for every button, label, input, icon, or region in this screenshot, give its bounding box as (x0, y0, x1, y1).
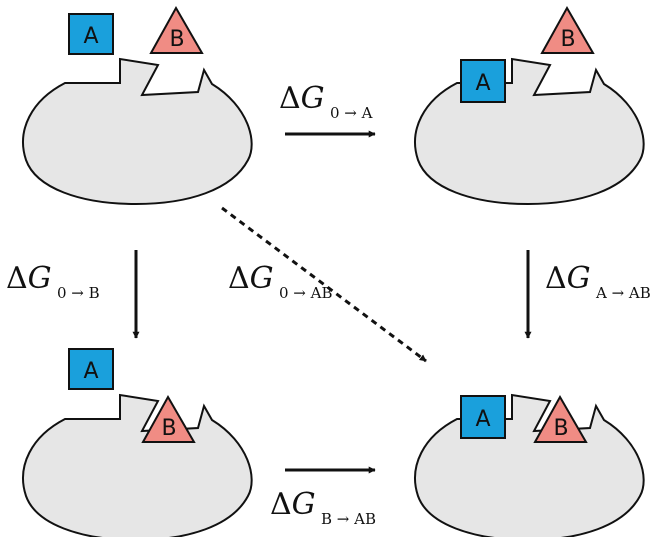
state-b-bound (22, 394, 253, 537)
state-unbound (22, 58, 253, 205)
label-dg-a-to-ab: ΔG A → AB (545, 261, 651, 302)
bound-ligand-b: B (141, 394, 196, 443)
protein-shape (414, 394, 645, 537)
label-dg-0-to-b: ΔG 0 → B (6, 261, 100, 302)
svg-text:ΔG: ΔG (545, 261, 591, 296)
ligand-a-label: A (83, 24, 98, 49)
svg-text:B → AB: B → AB (321, 510, 376, 528)
bound-ligand-b: B (533, 394, 588, 443)
label-dg-b-to-ab: ΔG B → AB (270, 487, 376, 528)
label-dg-0-to-a: ΔG 0 → A (279, 81, 373, 122)
ligand-b-label: B (560, 27, 575, 52)
bound-ligand-a: A (460, 395, 506, 439)
ligand-a-label: A (475, 407, 490, 432)
ligand-b-label: B (161, 416, 176, 441)
protein-shape (414, 58, 645, 205)
label-dg-0-to-ab: ΔG 0 → AB (228, 261, 333, 302)
free-ligand-b: B (149, 5, 204, 54)
ligand-a-label: A (475, 71, 490, 96)
svg-text:0 → AB: 0 → AB (279, 284, 333, 302)
svg-text:ΔG: ΔG (270, 487, 316, 522)
ligand-b-label: B (553, 416, 568, 441)
free-ligand-b: B (540, 5, 595, 54)
svg-text:ΔG: ΔG (228, 261, 274, 296)
svg-text:0 → B: 0 → B (57, 284, 100, 302)
bound-ligand-a: A (460, 59, 506, 103)
arrow-0-to-ab-dashed (221, 206, 427, 363)
state-ab-bound (414, 394, 645, 537)
free-ligand-a: A (68, 13, 114, 55)
ligand-b-label: B (169, 27, 184, 52)
state-a-bound (414, 58, 645, 205)
svg-text:0 → A: 0 → A (330, 104, 373, 122)
free-ligand-a: A (68, 348, 114, 390)
svg-text:A → AB: A → AB (595, 284, 651, 302)
svg-text:ΔG: ΔG (279, 81, 325, 116)
protein-shape (22, 394, 253, 537)
ligand-a-label: A (83, 359, 98, 384)
protein-shape (22, 58, 253, 205)
svg-text:ΔG: ΔG (6, 261, 52, 296)
